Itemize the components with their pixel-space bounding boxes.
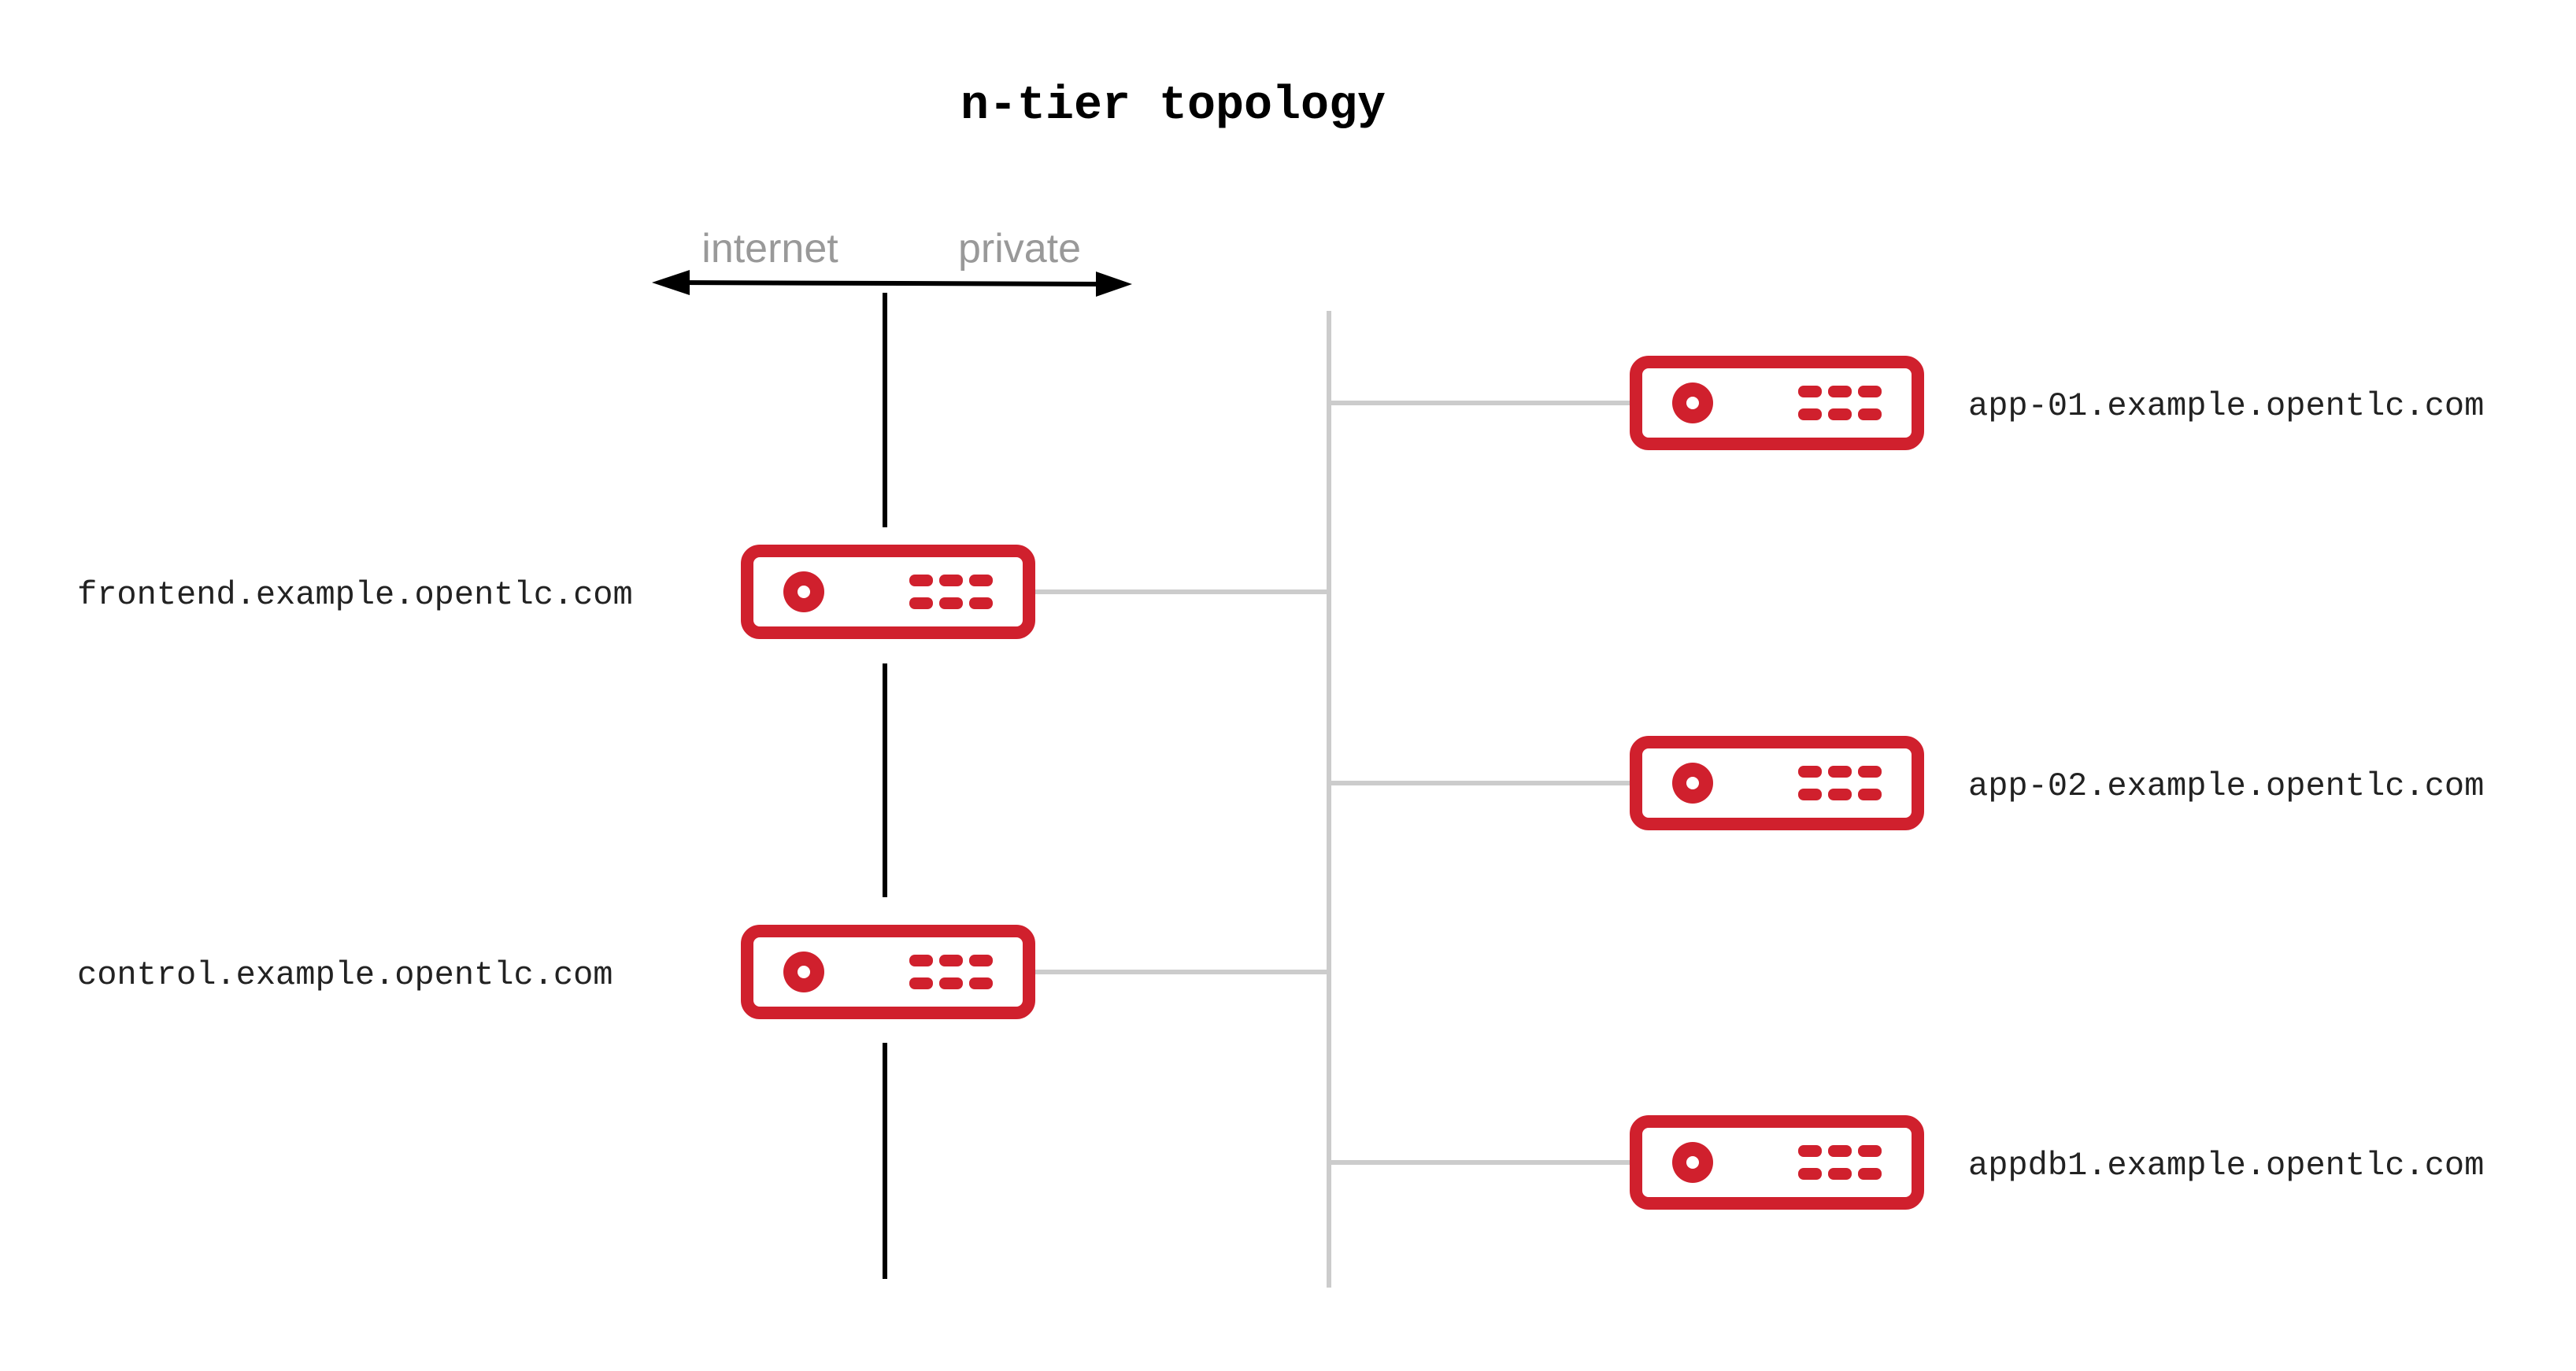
host-label-app-01: app-01.example.opentlc.com — [1968, 387, 2484, 425]
server-frontend — [741, 545, 1035, 639]
server-control — [741, 925, 1035, 1019]
server-appdb1 — [1630, 1115, 1924, 1210]
server-app-01 — [1630, 356, 1924, 450]
host-label-frontend: frontend.example.opentlc.com — [77, 576, 633, 614]
server-rack-icon — [1630, 356, 1924, 450]
diagram-title: n-tier topology — [960, 79, 1386, 133]
host-label-app-02: app-02.example.opentlc.com — [1968, 767, 2484, 805]
server-rack-icon — [1630, 736, 1924, 830]
private-network-bus — [1029, 311, 1630, 1288]
host-label-control: control.example.opentlc.com — [77, 956, 613, 994]
server-rack-icon — [741, 925, 1035, 1019]
zone-label-private: private — [958, 226, 1081, 272]
server-rack-icon — [1630, 1115, 1924, 1210]
server-rack-icon — [741, 545, 1035, 639]
server-app-02 — [1630, 736, 1924, 830]
zone-label-internet: internet — [701, 226, 838, 272]
zone-boundary-arrow-icon — [652, 270, 1132, 297]
host-label-appdb1: appdb1.example.opentlc.com — [1968, 1147, 2484, 1184]
